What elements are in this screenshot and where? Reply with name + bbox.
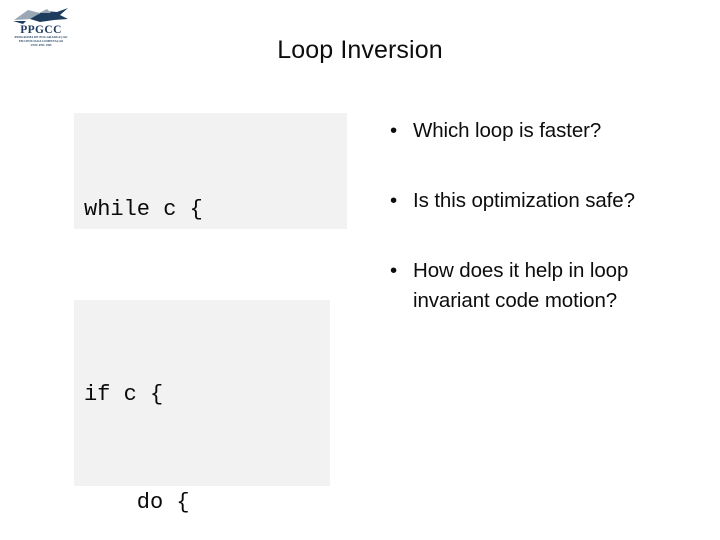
- list-item: • Which loop is faster?: [386, 116, 696, 146]
- bullet-list: • Which loop is faster? • Is this optimi…: [386, 116, 696, 316]
- slide-title: Loop Inversion: [277, 36, 443, 64]
- logo-subline-2: EM CIÊNCIA DA COMPUTAÇÃO: [18, 40, 64, 43]
- logo-subline-3: UNIV. FED. 1969: [30, 44, 52, 47]
- ppgcc-logo: PPGCC PROGRAMA DE PÓS-GRADUAÇÃO EM CIÊNC…: [10, 6, 72, 48]
- code-line: while c {: [84, 197, 203, 222]
- list-item-label: Is this optimization safe?: [413, 189, 635, 212]
- marlin-fish-icon: [13, 8, 68, 24]
- logo-wordmark: PPGCC: [20, 24, 62, 36]
- while-loop-code-block: while c { S; }: [74, 113, 347, 438]
- inverted-loop-code-block: if c { do { S; } while c }: [74, 300, 330, 515]
- list-item: • Is this optimization safe?: [386, 186, 696, 216]
- logo-subline-1: PROGRAMA DE PÓS-GRADUAÇÃO: [14, 36, 68, 39]
- list-item-label: Which loop is faster?: [413, 119, 602, 142]
- bullet-marker-icon: •: [390, 259, 398, 282]
- list-item-label: How does it help in loop invariant code …: [413, 259, 629, 312]
- bullet-marker-icon: •: [390, 189, 398, 212]
- bullet-marker-icon: •: [390, 119, 398, 142]
- list-item: • How does it help in loop invariant cod…: [386, 256, 696, 316]
- code-line: if c {: [84, 382, 164, 407]
- code-line: do {: [84, 490, 190, 515]
